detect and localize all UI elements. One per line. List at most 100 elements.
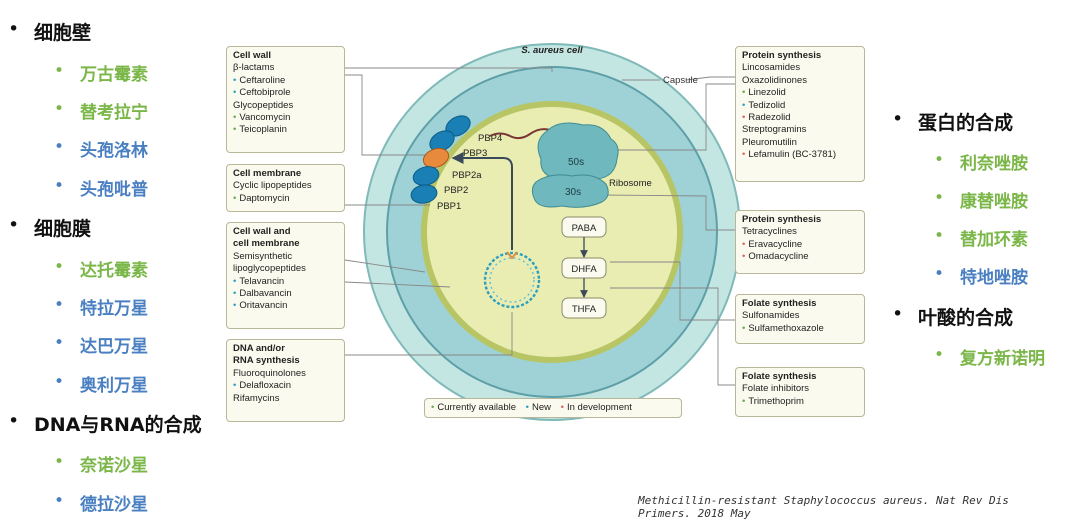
drug-class: Folate inhibitors — [742, 383, 810, 395]
drug-class: Fluoroquinolones — [233, 367, 306, 379]
category-cell-membrane: 细胞膜 — [8, 214, 91, 241]
list-item: 奈诺沙星 — [54, 451, 148, 476]
legend-current: Currently available — [431, 402, 516, 413]
drug-item: Delafloxacin — [233, 380, 338, 392]
drug-class: Sulfonamides — [742, 310, 800, 322]
drug-class: lipoglycopeptides — [233, 263, 306, 275]
box-protein-synthesis-2: Protein synthesis Tetracyclines Eravacyc… — [735, 210, 865, 274]
paba-label: PABA — [572, 223, 597, 234]
category-folate-synthesis: 叶酸的合成 — [892, 303, 1013, 330]
list-item: 万古霉素 — [54, 60, 148, 85]
list-item: 复方新诺明 — [934, 344, 1045, 369]
drug-item: Ceftobiprole — [233, 87, 338, 99]
thfa-label: THFA — [572, 304, 597, 315]
drug-class: Pleuromutilin — [742, 136, 797, 148]
pbp-cluster — [410, 115, 471, 204]
list-item: 德拉沙星 — [54, 490, 148, 515]
list-item: 奥利万星 — [54, 371, 148, 396]
list-item: 特地唑胺 — [934, 263, 1028, 288]
drug-class: Lincosamides — [742, 62, 801, 74]
dna-ring — [483, 251, 541, 309]
cell-title: S. aureus cell — [521, 45, 583, 56]
citation-line: Primers. 2018 May — [638, 507, 751, 520]
box-cell-wall: Cell wall β-lactams Ceftaroline Ceftobip… — [226, 46, 345, 153]
drug-class: Semisynthetic — [233, 250, 293, 262]
drug-item: Ceftaroline — [233, 75, 338, 87]
ribosome-30s-label: 30s — [565, 187, 581, 198]
list-item: 替考拉宁 — [54, 98, 148, 123]
thfa-node — [561, 297, 607, 319]
drug-item: Telavancin — [233, 276, 338, 288]
drug-class: Glycopeptides — [233, 99, 294, 111]
drug-item: Trimethoprim — [742, 396, 858, 408]
dhfa-label: DHFA — [571, 264, 597, 275]
drug-item: Vancomycin — [233, 112, 338, 124]
drug-item: Lefamulin (BC-3781) — [742, 149, 858, 161]
drug-item: Oritavancin — [233, 300, 338, 312]
pbp3-label: PBP3 — [463, 148, 487, 159]
box-title: Cell membrane — [233, 168, 302, 179]
list-item: 特拉万星 — [54, 294, 148, 319]
ribosome-50s — [537, 122, 619, 180]
legend: Currently available New In development — [424, 398, 682, 418]
cytoplasm — [421, 101, 683, 363]
list-item: 达托霉素 — [54, 256, 148, 281]
legend-development: In development — [561, 402, 632, 413]
list-item: 利奈唑胺 — [934, 149, 1028, 174]
drug-item: Omadacycline — [742, 251, 858, 263]
pbp2a-label: PBP2a — [452, 170, 482, 181]
list-item: 头孢洛林 — [54, 136, 148, 161]
category-cell-wall: 细胞壁 — [8, 18, 91, 45]
box-wall-and-membrane: Cell wall and cell membrane Semisyntheti… — [226, 222, 345, 329]
box-title: Cell wall and — [233, 226, 291, 237]
drug-item: Teicoplanin — [233, 124, 338, 136]
box-folate-synthesis-2: Folate synthesis Folate inhibitors Trime… — [735, 367, 865, 417]
box-title: Folate synthesis — [742, 371, 817, 382]
box-title: Protein synthesis — [742, 50, 822, 61]
drug-class: Tetracyclines — [742, 226, 797, 238]
box-title: Folate synthesis — [742, 298, 817, 309]
box-title: Protein synthesis — [742, 214, 822, 225]
drug-item: Dalbavancin — [233, 288, 338, 300]
pbp4-label: PBP4 — [478, 133, 502, 144]
ribosome-label: Ribosome — [609, 178, 652, 189]
drug-item: Tedizolid — [742, 100, 858, 112]
connector-lines — [292, 67, 735, 386]
pbp2-label: PBP2 — [444, 185, 468, 196]
drug-item: Radezolid — [742, 112, 858, 124]
legend-new: New — [526, 402, 551, 413]
box-title: Cell wall — [233, 50, 272, 61]
box-title: DNA and/or — [233, 343, 285, 354]
drug-item: Sulfamethoxazole — [742, 323, 858, 335]
ribosome-50s-label: 50s — [568, 157, 584, 168]
list-item: 康替唑胺 — [934, 187, 1028, 212]
citation-line: Methicillin-resistant Staphylococcus aur… — [638, 494, 1009, 507]
drug-item: Linezolid — [742, 87, 858, 99]
drug-item: Eravacycline — [742, 239, 858, 251]
box-folate-synthesis-1: Folate synthesis Sulfonamides Sulfametho… — [735, 294, 865, 344]
list-item: 达巴万星 — [54, 332, 148, 357]
box-title: RNA synthesis — [233, 355, 300, 367]
category-protein-synthesis: 蛋白的合成 — [892, 108, 1013, 135]
box-protein-synthesis-1: Protein synthesis Lincosamides Oxazolidi… — [735, 46, 865, 182]
mecA-arrow — [451, 152, 513, 250]
drug-class: Streptogramins — [742, 124, 807, 136]
pbp1-label: PBP1 — [437, 201, 461, 212]
drug-class: Rifamycins — [233, 392, 280, 404]
category-dna-rna: DNA与RNA的合成 — [8, 410, 202, 437]
box-cell-membrane: Cell membrane Cyclic lipopeptides Daptom… — [226, 164, 345, 212]
drug-class: Oxazolidinones — [742, 74, 807, 86]
list-item: 替加环素 — [934, 225, 1028, 250]
drug-item: Daptomycin — [233, 193, 338, 205]
drug-class: β-lactams — [233, 62, 275, 74]
drug-class: Cyclic lipopeptides — [233, 180, 312, 192]
ribosome-30s — [531, 174, 609, 208]
box-title: cell membrane — [233, 238, 300, 250]
mrna-strand — [489, 128, 551, 140]
citation: Methicillin-resistant Staphylococcus aur… — [638, 494, 1009, 520]
pbp2a-shape — [422, 147, 450, 169]
box-dna-rna: DNA and/or RNA synthesis Fluoroquinolone… — [226, 339, 345, 422]
list-item: 头孢吡普 — [54, 175, 148, 200]
capsule-label: Capsule — [663, 75, 698, 86]
